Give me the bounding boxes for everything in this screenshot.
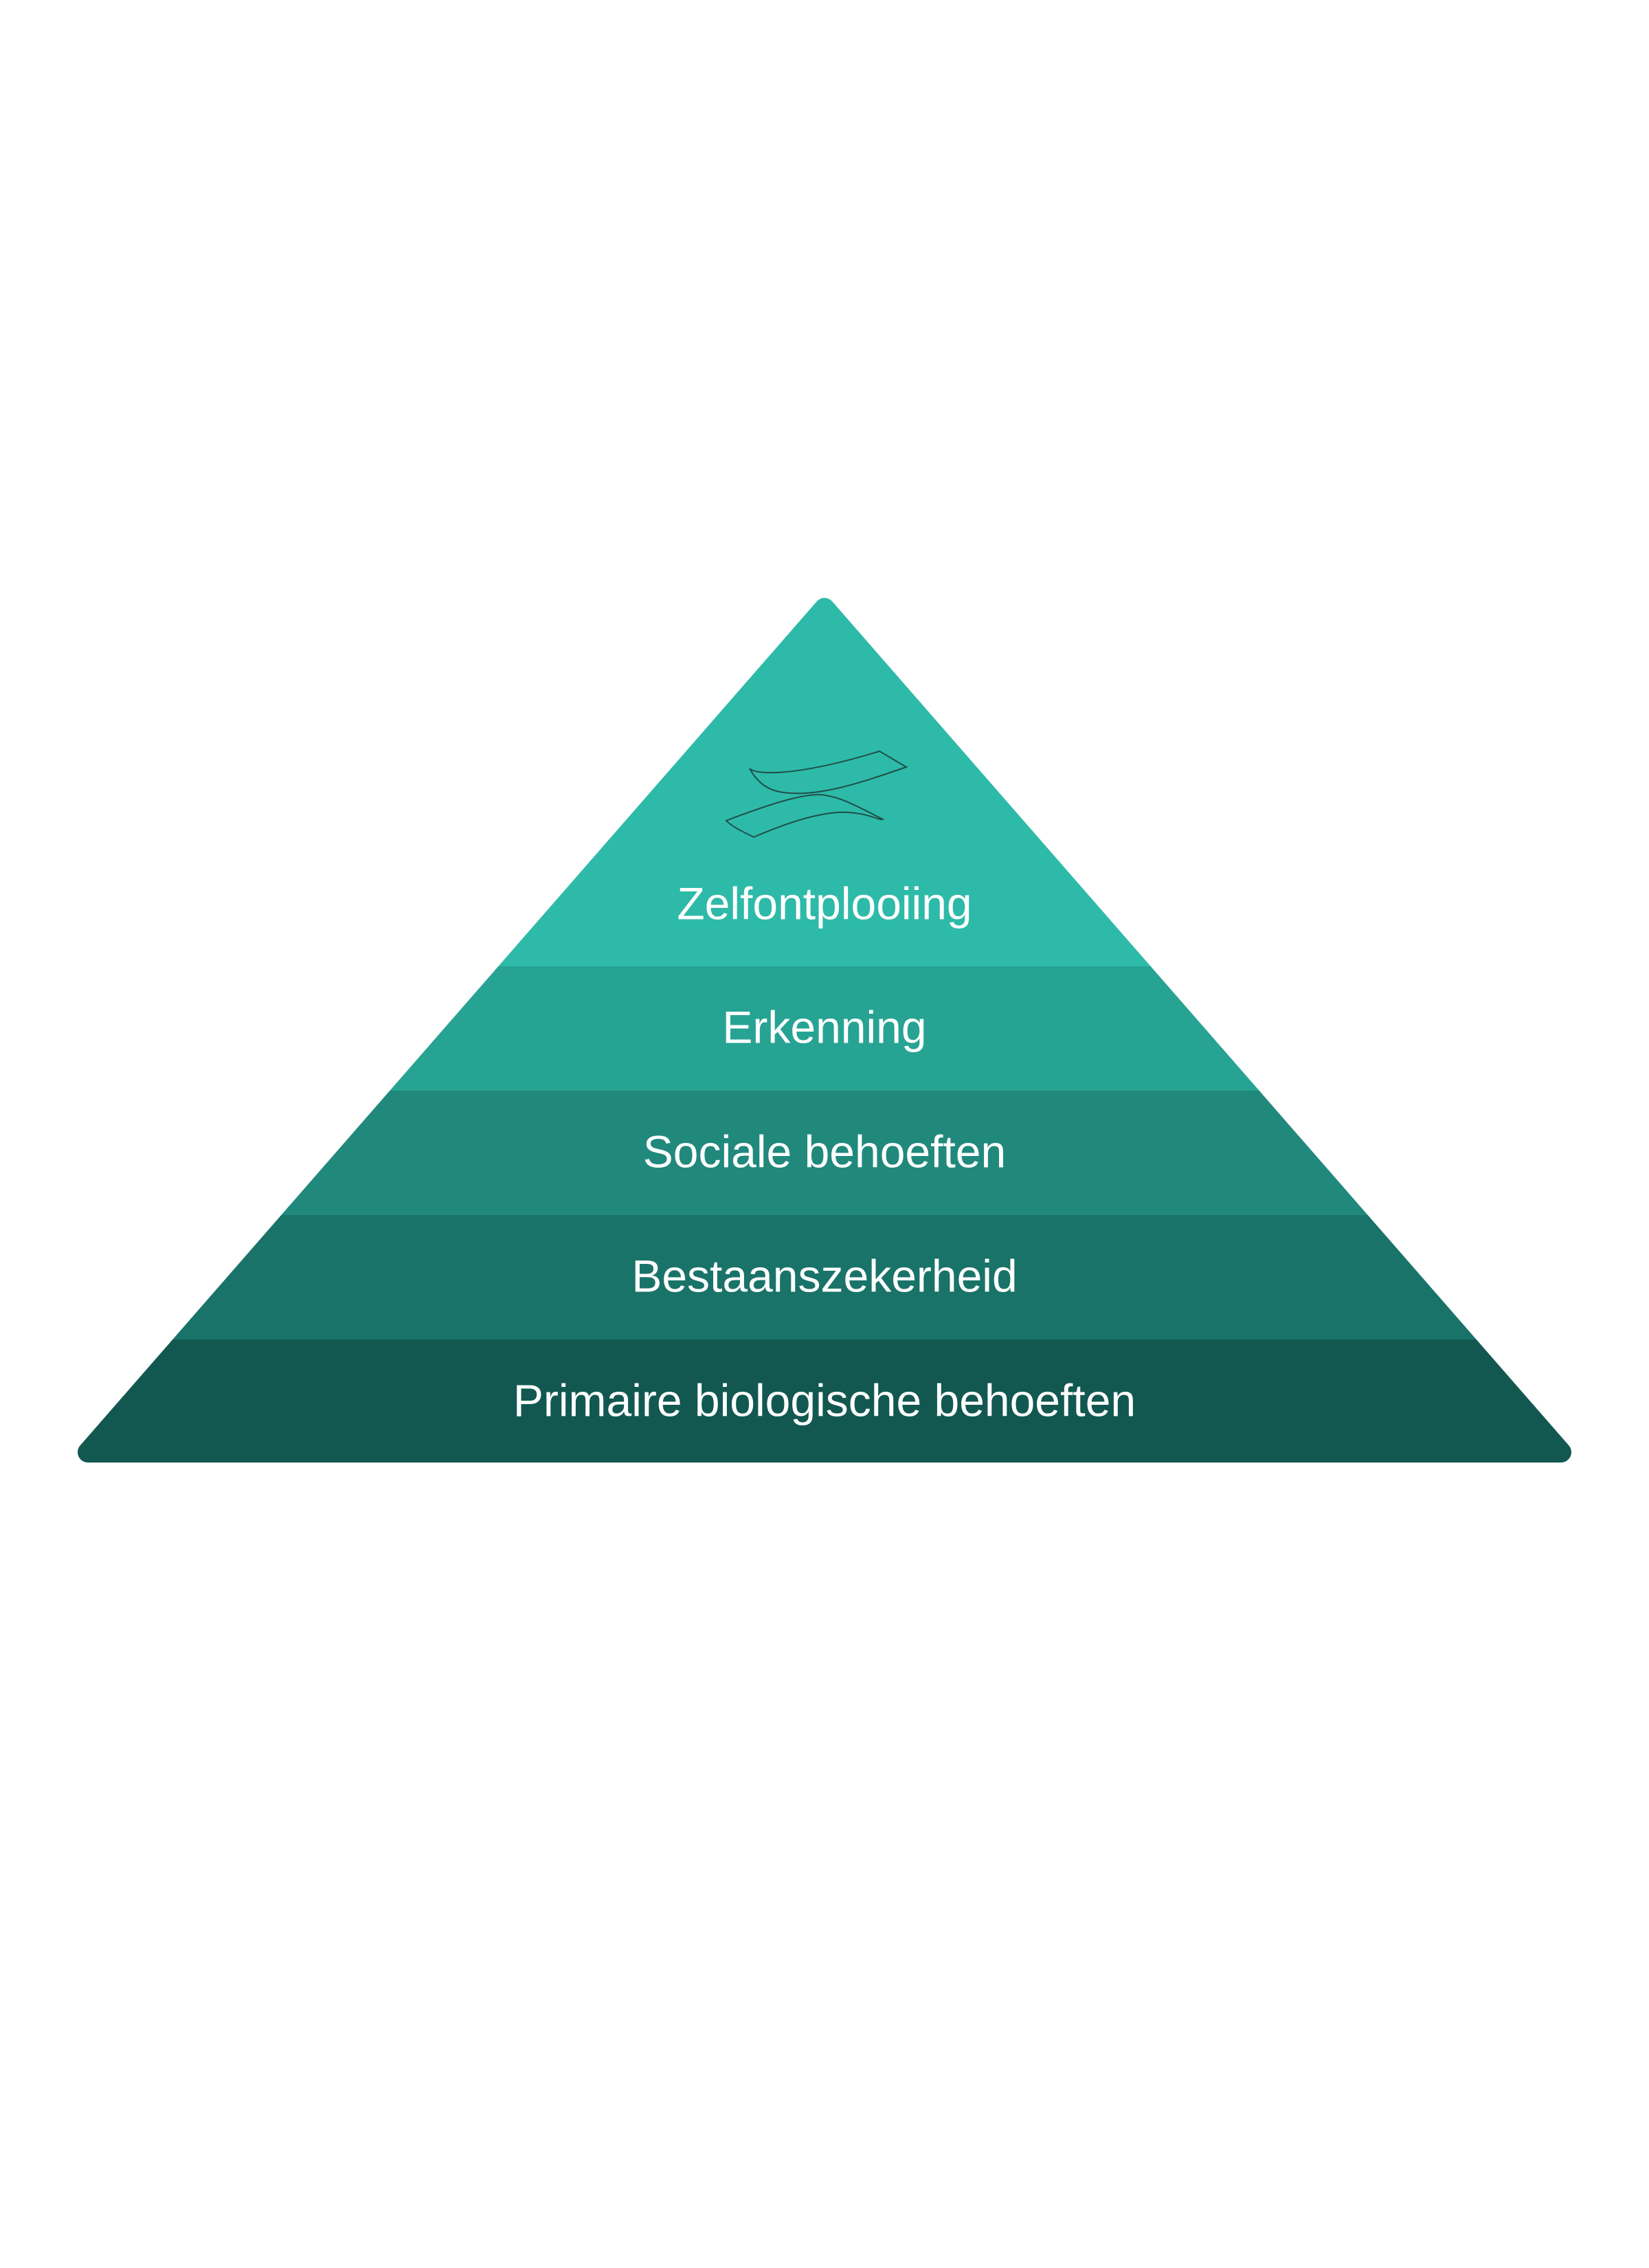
level-label-primaire-behoeften: Primaire biologische behoeften [513, 1375, 1136, 1425]
level-label-erkenning: Erkenning [722, 1001, 926, 1052]
ribbon-logo-icon [725, 750, 908, 838]
pyramid-level-zelfontplooiing [0, 584, 1649, 967]
level-label-zelfontplooiing: Zelfontplooiing [677, 878, 972, 929]
pyramid-level-erkenning [0, 966, 1649, 1091]
pyramid-level-sociale-behoeften [0, 1091, 1649, 1216]
level-label-sociale-behoeften: Sociale behoeften [643, 1126, 1006, 1177]
level-label-bestaanszekerheid: Bestaanszekerheid [631, 1250, 1017, 1301]
pyramid-level-primaire-behoeften [0, 1339, 1649, 1477]
pyramid-level-bestaanszekerheid [0, 1215, 1649, 1340]
